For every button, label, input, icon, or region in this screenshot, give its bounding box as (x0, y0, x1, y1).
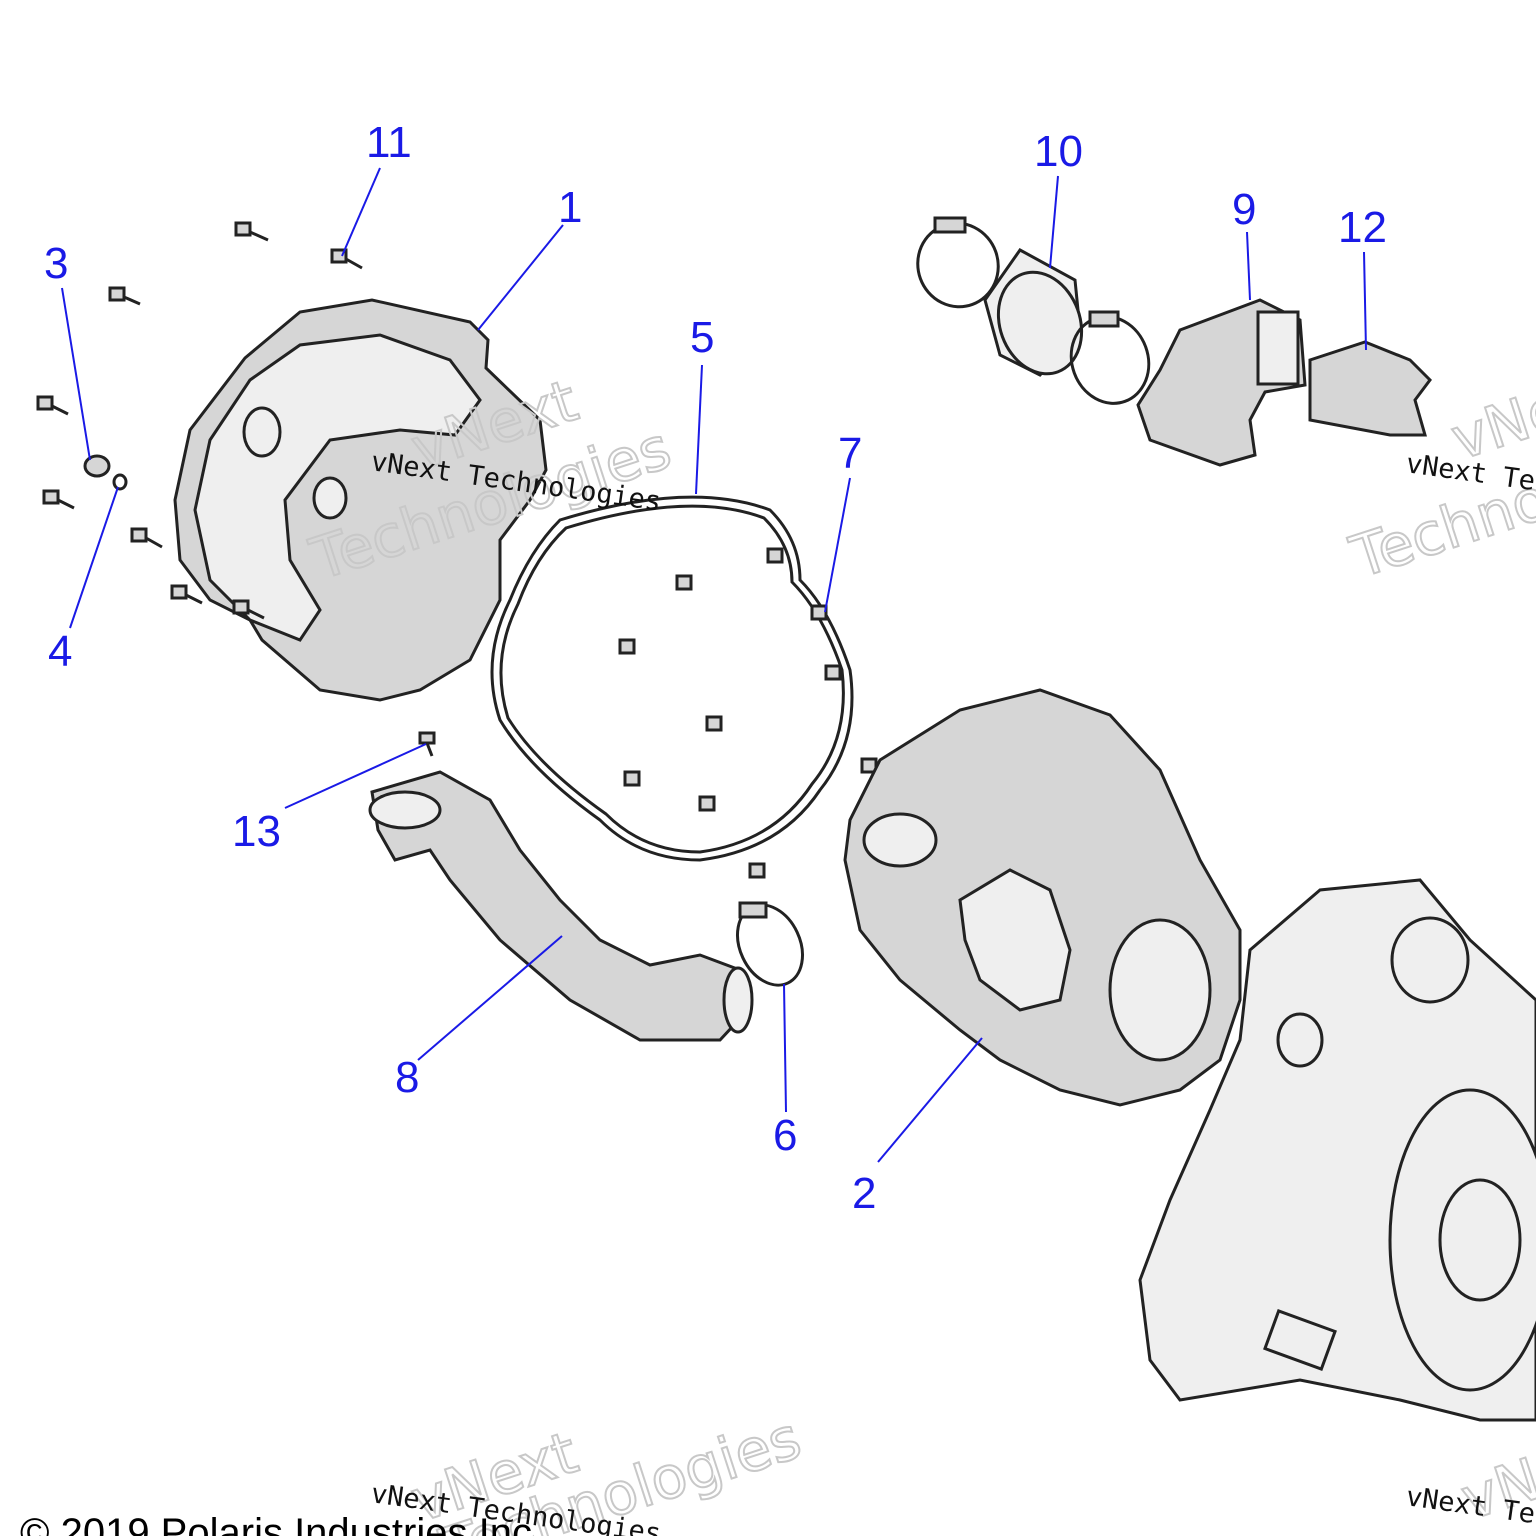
plug-part-3 (83, 454, 111, 478)
nut-icon (748, 862, 766, 879)
leader-11 (341, 167, 381, 257)
leader-13 (284, 743, 427, 809)
push-rivet-part-13 (418, 731, 436, 757)
leader-7 (824, 477, 851, 613)
screw-icon (234, 221, 269, 242)
callout-7: 7 (838, 429, 862, 478)
nut-icon (810, 604, 828, 621)
screw-icon (170, 584, 203, 605)
callout-10: 10 (1034, 127, 1083, 176)
inner-clutch-cover-part-2 (843, 688, 1242, 1107)
nut-icon (766, 547, 784, 564)
screw-icon (330, 248, 363, 270)
callout-3: 3 (44, 239, 68, 288)
copyright-notice: © 2019 Polaris Industries Inc. (20, 1511, 543, 1536)
intake-duct-part-8 (368, 770, 754, 1042)
screw-icon (108, 286, 141, 306)
nut-icon (618, 638, 636, 655)
outer-clutch-cover-part-1 (173, 298, 548, 702)
callout-11: 11 (366, 118, 412, 167)
callout-9: 9 (1232, 185, 1256, 234)
callout-1: 1 (558, 183, 582, 232)
leader-2 (877, 1037, 983, 1163)
nut-icon (623, 770, 641, 787)
leader-5 (695, 364, 703, 495)
callout-8: 8 (395, 1053, 419, 1102)
screw-group-part-11 (36, 221, 363, 620)
callout-6: 6 (773, 1111, 797, 1160)
leader-6 (783, 983, 787, 1113)
watermark-bottom-right: vNext vNext Te (1404, 1415, 1536, 1534)
nut-icon (698, 795, 716, 812)
leader-8 (417, 935, 563, 1061)
callout-12: 12 (1338, 203, 1387, 252)
screw-icon (42, 489, 75, 510)
nut-icon (705, 715, 723, 732)
callout-labels: 1 2 3 4 5 6 7 8 9 10 11 12 13 (44, 118, 1387, 1218)
leader-4 (69, 486, 119, 629)
leader-9 (1246, 231, 1251, 301)
leader-1 (477, 224, 564, 331)
nut-icon (824, 664, 842, 681)
leader-10 (1049, 175, 1059, 269)
callout-4: 4 (48, 627, 72, 676)
leader-lines (61, 167, 1367, 1163)
leader-12 (1363, 251, 1367, 351)
elbow-duct-part-9 (1136, 298, 1307, 467)
screw-icon (130, 527, 163, 549)
screw-icon (36, 395, 69, 416)
callout-13: 13 (232, 807, 281, 856)
hose-clamp-part-6 (736, 901, 804, 987)
nut-icon (675, 574, 693, 591)
nut-group-part-7 (618, 547, 878, 879)
callout-2: 2 (852, 1169, 876, 1218)
coupler-assembly-part-10 (916, 216, 1151, 405)
callout-5: 5 (690, 313, 714, 362)
o-ring-part-4 (112, 473, 128, 491)
cover-seal-part-5 (490, 495, 854, 862)
heat-shield-part-12 (1308, 340, 1432, 437)
screw-icon (232, 599, 265, 620)
transmission-case (1138, 878, 1536, 1422)
leader-3 (61, 287, 91, 461)
